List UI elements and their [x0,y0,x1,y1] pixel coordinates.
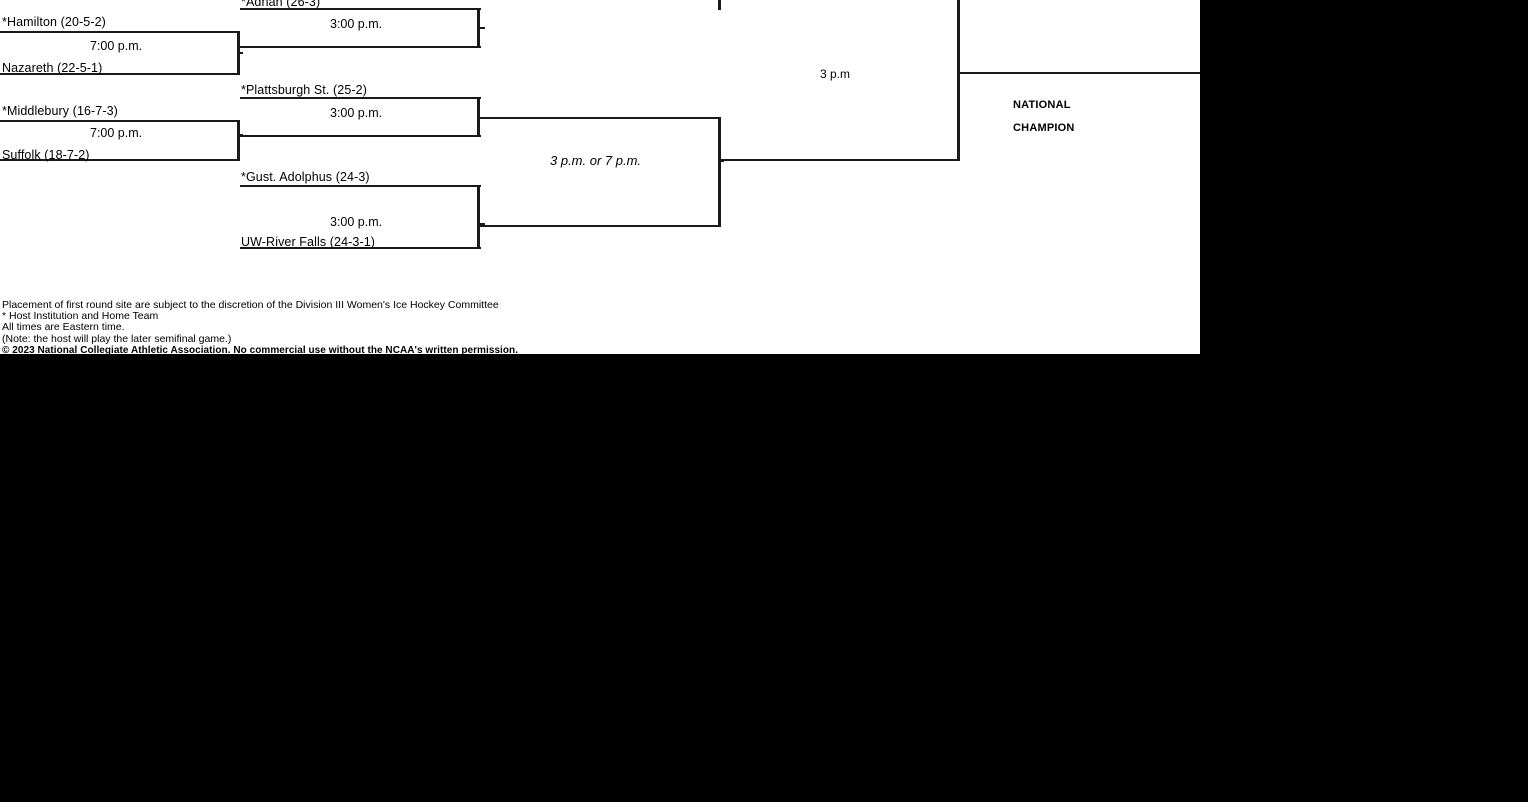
quarterfinal-3-bottom-line [240,247,481,249]
first-round-game-1-bottom-line [0,73,240,75]
footer-note-times: All times are Eastern time. [2,321,125,334]
first-round-game-1-connector [237,52,243,54]
national-champion-label: NATIONAL CHAMPION [1000,88,1200,146]
first-round-game-1-top-line [0,31,240,33]
first-round-game-2-time: 7:00 p.m. [90,126,143,140]
semifinal-1-bottom-line [720,159,960,161]
first-round-game-1-time: 7:00 p.m. [90,39,143,53]
quarterfinal-2-top-line [240,97,481,99]
national-champion-line-2: CHAMPION [1013,121,1075,134]
quarterfinal-2-top-team: *Plattsburgh St. (25-2) [241,83,367,97]
quarterfinal-3-time: 3:00 p.m. [330,215,383,229]
quarterfinal-3-bottom-team: UW-River Falls (24-3-1) [241,235,376,249]
first-round-game-2-bottom-team: Suffolk (18-7-2) [2,148,90,162]
quarterfinal-1-connector [477,27,485,29]
first-round-game-1-top-team: *Hamilton (20-5-2) [2,15,106,29]
quarterfinal-3-right-edge [477,185,480,247]
semifinal-1-left-edge-stub [718,0,721,10]
first-round-game-2-right-edge [237,120,240,159]
footer-notes: Placement of first round site are subjec… [2,299,1182,356]
first-round-game-2-bottom-line [0,159,240,161]
semifinal-2-right-edge [718,117,721,227]
quarterfinal-1-top-line [240,8,481,10]
quarterfinal-2-time: 3:00 p.m. [330,106,383,120]
bracket-page: *Hamilton (20-5-2) 7:00 p.m. Nazareth (2… [0,0,1200,356]
footer-copyright: © 2023 National Collegiate Athletic Asso… [2,344,519,356]
footer-note-semifinal: (Note: the host will play the later semi… [2,332,232,345]
first-round-game-1-bottom-team: Nazareth (22-5-1) [2,61,103,75]
quarterfinal-1-time: 3:00 p.m. [330,17,383,31]
first-round-game-2-top-line [0,120,240,122]
semifinal-1-right-edge [957,0,960,161]
semifinal-2-time: 3 p.m. or 7 p.m. [550,153,642,168]
first-round-game-2-top-team: *Middlebury (16-7-3) [2,104,118,118]
quarterfinal-3-connector [477,223,485,225]
national-champion-line-1: NATIONAL [1013,98,1071,111]
semifinal-2-bottom-line [480,225,721,227]
final-champion-line [957,72,1200,74]
quarterfinal-2-bottom-line [240,135,481,137]
footer-note-placement: Placement of first round site are subjec… [2,299,499,311]
quarterfinal-3-top-line [240,185,481,187]
semifinal-2-top-line [480,117,721,119]
quarterfinal-1-top-team: *Adrian (26-3) [241,0,321,9]
semifinal-2-connector [718,160,724,162]
quarterfinal-1-bottom-line [240,46,481,48]
footer-note-host-institution: * Host Institution and Home Team [2,310,159,323]
semifinal-1-time: 3 p.m [820,67,851,81]
quarterfinal-3-top-team: *Gust. Adolphus (24-3) [241,170,370,184]
